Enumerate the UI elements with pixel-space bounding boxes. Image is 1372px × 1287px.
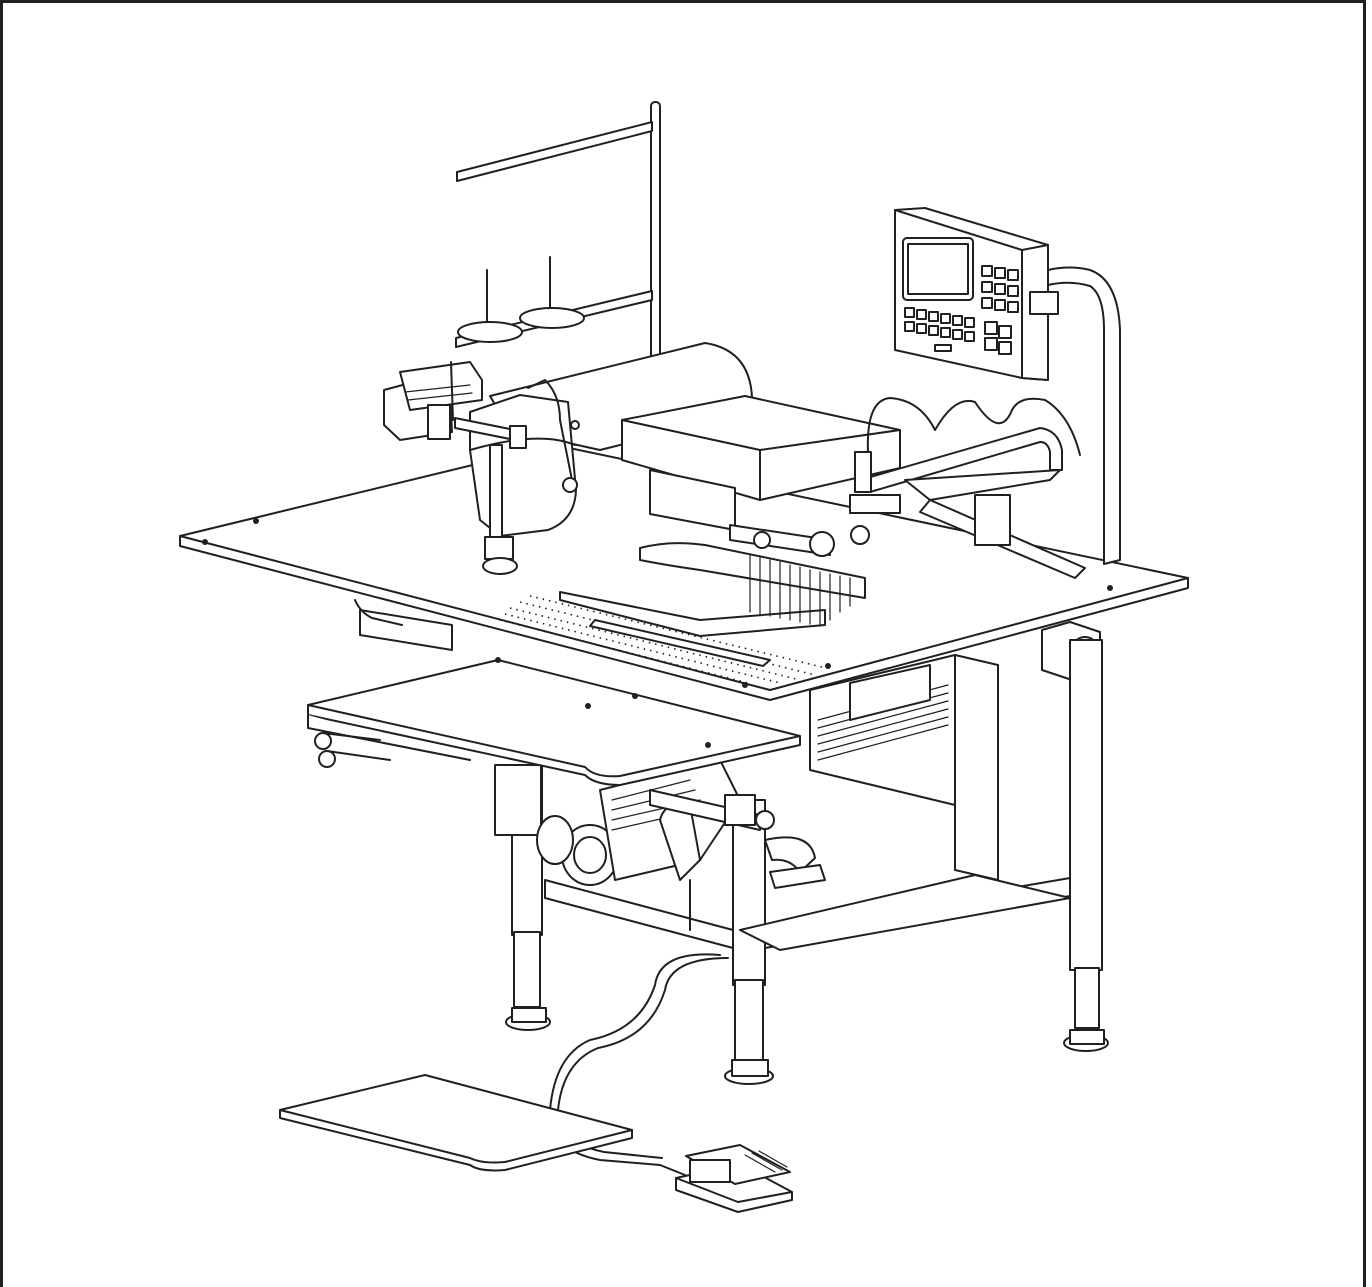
clamp-unit xyxy=(559,395,1086,637)
stand-legs xyxy=(494,639,1109,1085)
foot-plate xyxy=(279,1074,633,1172)
cable-tube xyxy=(1047,266,1121,565)
control-cabinet xyxy=(809,654,999,881)
table-top xyxy=(179,444,1189,701)
side-table xyxy=(307,657,801,831)
air-cylinder xyxy=(354,599,453,651)
control-panel xyxy=(894,207,1061,381)
motor xyxy=(536,759,826,889)
spool-discs xyxy=(457,256,585,343)
foot-pedal xyxy=(675,1144,793,1213)
